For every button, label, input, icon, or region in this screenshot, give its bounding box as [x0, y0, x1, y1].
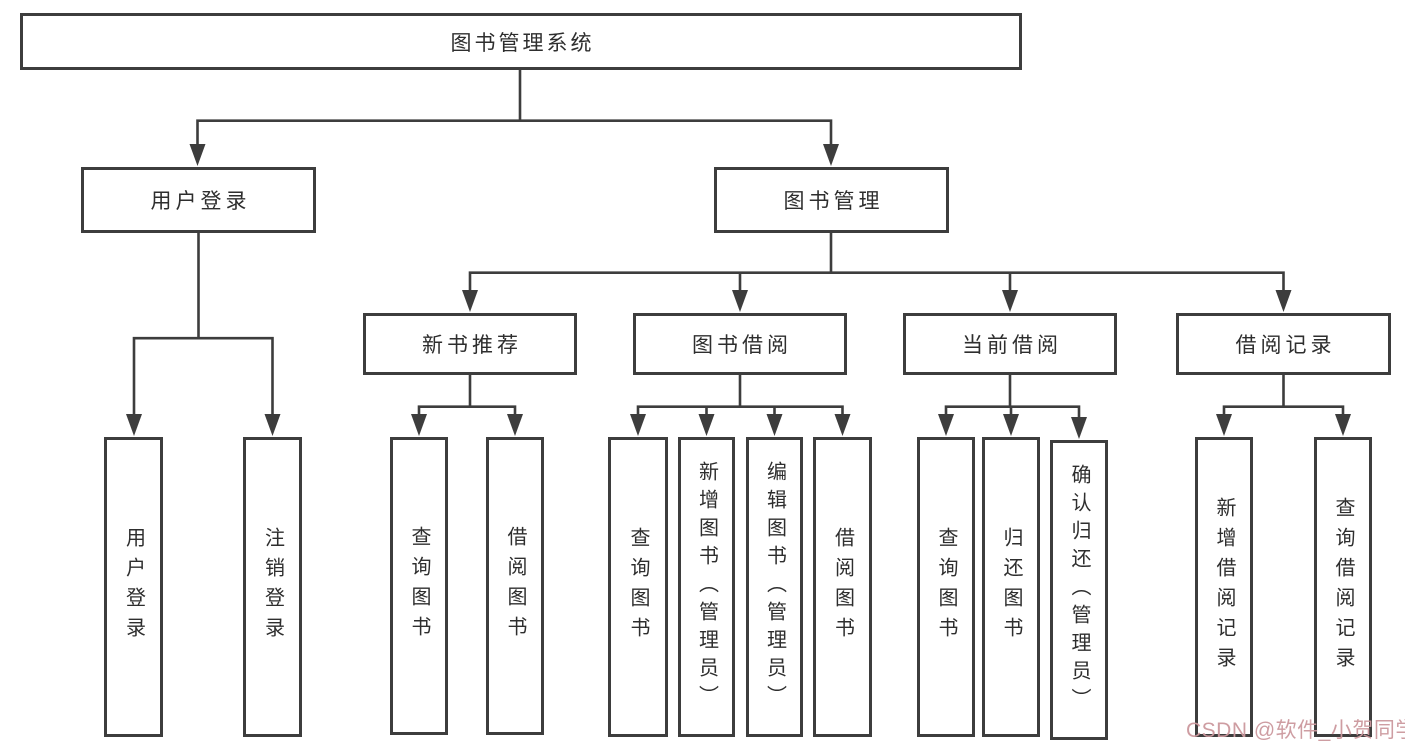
node-user-login: 用户登录 [81, 167, 316, 233]
leaf-query-books-borrow: 查询图书 [608, 437, 668, 737]
node-label: 用户登录 [122, 527, 145, 647]
node-label: 图书管理系统 [450, 31, 595, 55]
leaf-add-book-admin: 新增图书（管理员） [678, 437, 735, 737]
node-label: 当前借阅 [962, 334, 1062, 357]
arrowhead-icon [462, 290, 478, 312]
node-current-borrowing: 当前借阅 [903, 313, 1117, 375]
node-label: 查询图书 [935, 527, 957, 647]
node-label: 注销登录 [261, 527, 284, 647]
arrowhead-icon [1003, 414, 1019, 436]
arrowhead-icon [1275, 290, 1292, 312]
arrowhead-icon [630, 414, 646, 436]
arrowhead-icon [834, 414, 851, 436]
node-label: 查询图书 [627, 527, 649, 647]
node-label: 查询借阅记录 [1332, 497, 1354, 677]
node-label: 新书推荐 [422, 334, 522, 357]
leaf-logout: 注销登录 [243, 437, 302, 737]
leaf-borrow-books-recommend: 借阅图书 [486, 437, 544, 735]
node-book-management: 图书管理 [714, 167, 949, 233]
arrowhead-icon [698, 414, 715, 436]
node-label: 确认归还（管理员） [1068, 464, 1090, 716]
arrowhead-icon [1335, 414, 1351, 436]
node-book-borrowing: 图书借阅 [633, 313, 847, 375]
csdn-watermark: CSDN @软件_小贺同学 [1186, 719, 1405, 742]
arrowhead-icon [938, 414, 954, 436]
node-label: 新增图书（管理员） [695, 461, 718, 713]
leaf-query-borrow-record: 查询借阅记录 [1314, 437, 1372, 737]
arrowhead-icon [264, 414, 281, 436]
node-label: 借阅图书 [504, 526, 526, 646]
leaf-borrow-books: 借阅图书 [813, 437, 872, 737]
node-borrowing-records: 借阅记录 [1176, 313, 1391, 375]
node-label: 图书管理 [783, 190, 884, 213]
arrowhead-icon [126, 414, 142, 436]
node-library-system: 图书管理系统 [20, 13, 1022, 70]
leaf-add-borrow-record: 新增借阅记录 [1195, 437, 1253, 737]
arrowhead-icon [823, 144, 839, 166]
leaf-query-books-current: 查询图书 [917, 437, 975, 737]
arrowhead-icon [189, 144, 206, 166]
node-label: 借阅图书 [831, 527, 854, 647]
node-label: 查询图书 [408, 526, 430, 646]
arrowhead-icon [411, 414, 427, 436]
arrowhead-icon [1071, 417, 1087, 439]
leaf-query-books-recommend: 查询图书 [390, 437, 448, 735]
node-label: 用户登录 [150, 190, 251, 213]
arrowhead-icon [732, 290, 748, 312]
node-label: 借阅记录 [1235, 334, 1336, 357]
arrowhead-icon [766, 414, 783, 436]
node-new-book-recommend: 新书推荐 [363, 313, 577, 375]
node-label: 归还图书 [1000, 527, 1022, 647]
node-label: 图书借阅 [692, 334, 792, 357]
node-label: 新增借阅记录 [1213, 497, 1235, 677]
leaf-return-book: 归还图书 [982, 437, 1040, 737]
leaf-user-login: 用户登录 [104, 437, 163, 737]
tree-connectors [132, 70, 1345, 421]
arrowhead-icon [507, 414, 523, 436]
leaf-edit-book-admin: 编辑图书（管理员） [746, 437, 803, 737]
arrowhead-icon [1002, 290, 1018, 312]
arrowhead-icon [1216, 414, 1232, 436]
leaf-confirm-return-admin: 确认归还（管理员） [1050, 440, 1108, 740]
node-label: 编辑图书（管理员） [763, 461, 786, 713]
